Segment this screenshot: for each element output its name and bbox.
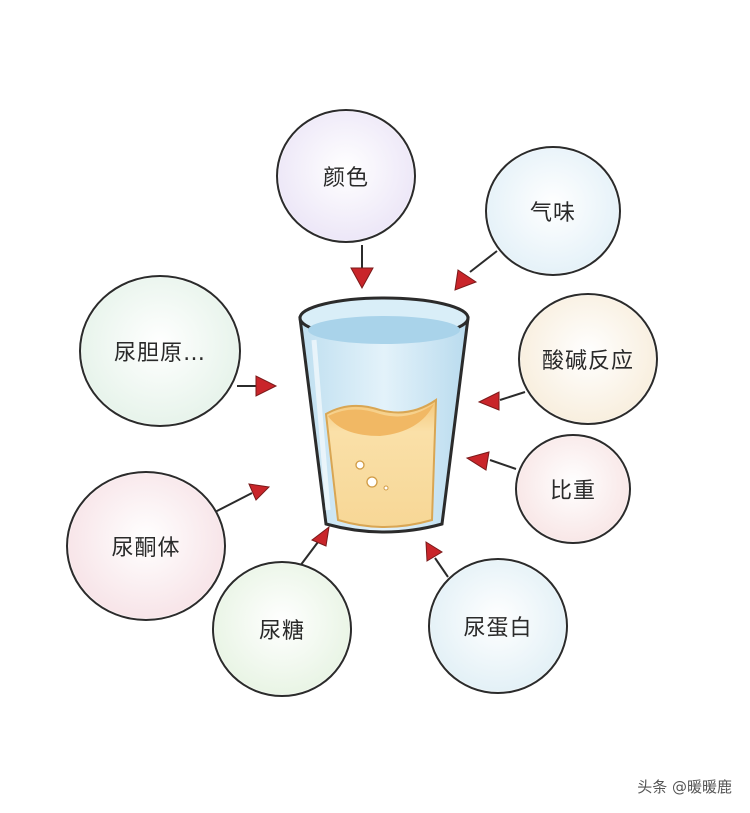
arrowhead-protein bbox=[425, 541, 443, 562]
bubble-label-glucose: 尿糖 bbox=[258, 619, 305, 644]
cup-highlight bbox=[311, 339, 331, 511]
bubble-label-smell: 气味 bbox=[529, 201, 576, 226]
bubble-ph: 酸碱反应 bbox=[518, 293, 658, 425]
bubble-label-ph: 酸碱反应 bbox=[541, 349, 634, 374]
arrowhead-smell bbox=[454, 269, 478, 291]
bubble-specific-gravity: 比重 bbox=[515, 434, 631, 544]
connector-line-protein bbox=[434, 557, 449, 578]
arrowhead-glucose bbox=[311, 525, 330, 547]
bubble-label-specific-gravity: 比重 bbox=[549, 479, 596, 504]
connector-line-smell bbox=[469, 250, 498, 273]
connector-line-gravity bbox=[489, 459, 517, 470]
watermark: 头条 @暖暖鹿 bbox=[637, 778, 732, 796]
arrowhead-color bbox=[350, 267, 374, 290]
connector-line-ph bbox=[499, 391, 526, 401]
liquid-bubble bbox=[355, 460, 365, 470]
bubble-urobilinogen: 尿胆原… bbox=[79, 275, 241, 427]
bubble-label-ketone: 尿酮体 bbox=[111, 536, 181, 561]
bubble-label-urobilinogen: 尿胆原… bbox=[113, 341, 206, 366]
bubble-label-color: 颜色 bbox=[322, 166, 369, 191]
arrowhead-ph bbox=[477, 391, 500, 411]
connector-line-ketone bbox=[214, 492, 253, 513]
liquid-bubble bbox=[383, 485, 389, 491]
bubble-protein: 尿蛋白 bbox=[428, 558, 568, 694]
liquid-surface bbox=[328, 404, 434, 436]
liquid-bubble bbox=[366, 476, 378, 488]
cup-water-surface bbox=[308, 316, 460, 344]
bubble-label-protein: 尿蛋白 bbox=[463, 616, 533, 641]
bubble-color: 颜色 bbox=[276, 109, 416, 243]
arrowhead-ketone bbox=[248, 483, 271, 501]
arrowhead-urobilinogen bbox=[255, 375, 278, 397]
bubble-smell: 气味 bbox=[485, 146, 621, 276]
urine-cup bbox=[298, 296, 470, 534]
bubble-glucose: 尿糖 bbox=[212, 561, 352, 697]
bubble-ketone: 尿酮体 bbox=[66, 471, 226, 621]
arrowhead-gravity bbox=[465, 451, 490, 471]
